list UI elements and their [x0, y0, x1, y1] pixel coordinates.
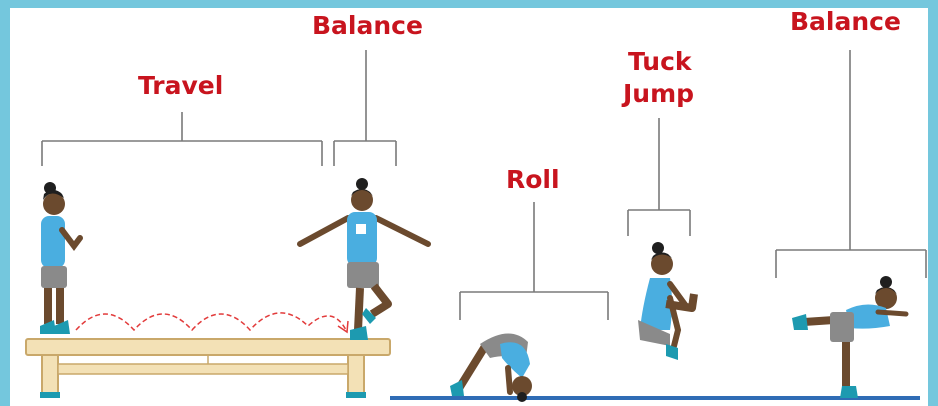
gymnast-tuck-jump-figure — [638, 242, 698, 360]
gymnast-travel-figure — [40, 182, 83, 334]
label-balance-2: Balance — [790, 7, 901, 36]
label-balance-1: Balance — [312, 11, 423, 40]
travel-path-arrow — [75, 312, 349, 334]
bracket-balance-1 — [333, 50, 397, 166]
label-roll: Roll — [506, 165, 560, 194]
gymnast-balance-figure-2 — [792, 276, 909, 398]
label-tuck-jump-line1: Tuck — [628, 47, 692, 76]
bracket-balance-2 — [775, 50, 927, 278]
label-tuck-jump-line2: Jump — [623, 79, 695, 108]
diagram-canvas: Travel Balance Roll Tuck Jump Balance — [10, 8, 928, 406]
balance-bench — [25, 338, 391, 398]
bracket-travel — [41, 112, 323, 166]
bracket-tuck-jump — [627, 118, 691, 236]
label-travel: Travel — [138, 71, 224, 100]
bracket-roll — [459, 202, 609, 320]
gymnast-roll-figure — [450, 333, 532, 402]
diagram-illustration — [25, 50, 927, 402]
gymnast-balance-figure-1 — [297, 178, 431, 340]
